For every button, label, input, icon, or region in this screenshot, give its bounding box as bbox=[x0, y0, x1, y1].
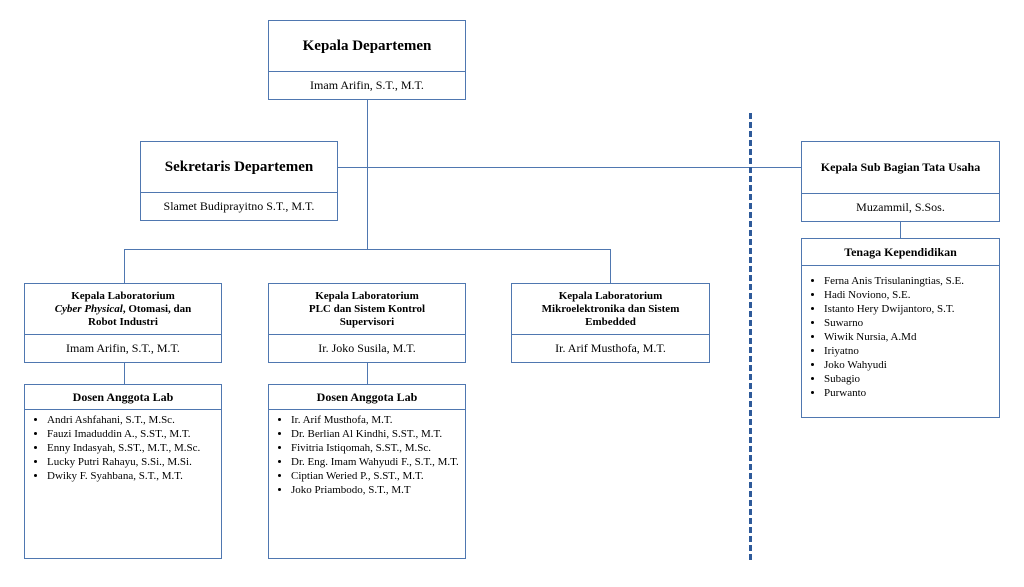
head-box: Kepala Departemen Imam Arifin, S.T., M.T… bbox=[268, 20, 466, 100]
lab-2-title-line: Supervisori bbox=[339, 315, 395, 328]
secretary-name-text: Slamet Budiprayitno S.T., M.T. bbox=[163, 199, 315, 213]
list-item: Istanto Hery Dwijantoro, S.T. bbox=[824, 302, 993, 316]
lab-1-title-italic: Cyber Physical bbox=[54, 302, 123, 315]
lab-2-members-list: Ir. Arif Musthofa, M.T. Dr. Berlian Al K… bbox=[269, 410, 465, 497]
head-name-text: Imam Arifin, S.T., M.T. bbox=[310, 78, 424, 92]
head-title-text: Kepala Departemen bbox=[302, 37, 432, 54]
lab-3-title-line: Kepala Laboratorium bbox=[558, 289, 663, 302]
lab-3-head: Ir. Arif Musthofa, M.T. bbox=[512, 335, 709, 362]
list-item: Wiwik Nursia, A.Md bbox=[824, 330, 993, 344]
list-item: Dwiky F. Syahbana, S.T., M.T. bbox=[47, 469, 215, 483]
lab-2-box: Kepala Laboratorium PLC dan Sistem Kontr… bbox=[268, 283, 466, 363]
lab-2-members-title-text: Dosen Anggota Lab bbox=[316, 389, 418, 404]
lab-3-head-text: Ir. Arif Musthofa, M.T. bbox=[555, 341, 666, 355]
lab-1-title-line: Robot Industri bbox=[88, 315, 158, 328]
connector-lab-1 bbox=[124, 249, 125, 283]
staff-list: Ferna Anis Trisulaningtias, S.E. Hadi No… bbox=[802, 266, 999, 400]
lab-3-title-line: Mikroelektronika dan Sistem bbox=[541, 302, 680, 315]
staff-box: Tenaga Kependidikan Ferna Anis Trisulani… bbox=[801, 238, 1000, 418]
connector-head-to-labs bbox=[367, 99, 368, 250]
admin-box: Kepala Sub Bagian Tata Usaha Muzammil, S… bbox=[801, 141, 1000, 222]
lab-1-title: Kepala Laboratorium Cyber Physical, Otom… bbox=[25, 284, 221, 335]
lab-1-members-list: Andri Ashfahani, S.T., M.Sc. Fauzi Imadu… bbox=[25, 410, 221, 483]
connector-secretary bbox=[337, 167, 801, 168]
list-item: Fivitria Istiqomah, S.ST., M.Sc. bbox=[291, 441, 459, 455]
lab-3-box: Kepala Laboratorium Mikroelektronika dan… bbox=[511, 283, 710, 363]
divider-dashed-line bbox=[749, 113, 752, 560]
connector-lab-2-members bbox=[367, 362, 368, 384]
connector-lab-1-members bbox=[124, 362, 125, 384]
connector-lab-3 bbox=[610, 249, 611, 283]
lab-3-title-line: Embedded bbox=[585, 315, 636, 328]
list-item: Fauzi Imaduddin A., S.ST., M.T. bbox=[47, 427, 215, 441]
connector-admin-staff bbox=[900, 221, 901, 238]
admin-title-text: Kepala Sub Bagian Tata Usaha bbox=[820, 160, 981, 174]
lab-2-head-text: Ir. Joko Susila, M.T. bbox=[318, 341, 416, 355]
head-name: Imam Arifin, S.T., M.T. bbox=[269, 72, 465, 99]
lab-2-title-line: PLC dan Sistem Kontrol bbox=[308, 302, 426, 315]
secretary-title-text: Sekretaris Departemen bbox=[164, 158, 314, 175]
secretary-title: Sekretaris Departemen bbox=[141, 142, 337, 193]
lab-1-title-line: Cyber Physical, Otomasi, dan bbox=[55, 303, 192, 316]
list-item: Suwarno bbox=[824, 316, 993, 330]
lab-1-members-box: Dosen Anggota Lab Andri Ashfahani, S.T.,… bbox=[24, 384, 222, 559]
secretary-name: Slamet Budiprayitno S.T., M.T. bbox=[141, 193, 337, 220]
list-item: Dr. Eng. Imam Wahyudi F., S.T., M.T. bbox=[291, 455, 459, 469]
admin-name-text: Muzammil, S.Sos. bbox=[856, 200, 945, 214]
lab-1-members-title-text: Dosen Anggota Lab bbox=[72, 389, 174, 404]
lab-1-box: Kepala Laboratorium Cyber Physical, Otom… bbox=[24, 283, 222, 363]
staff-title-text: Tenaga Kependidikan bbox=[844, 244, 957, 259]
lab-3-title: Kepala Laboratorium Mikroelektronika dan… bbox=[512, 284, 709, 335]
list-item: Joko Priambodo, S.T., M.T bbox=[291, 483, 459, 497]
list-item: Joko Wahyudi bbox=[824, 358, 993, 372]
lab-2-members-box: Dosen Anggota Lab Ir. Arif Musthofa, M.T… bbox=[268, 384, 466, 559]
list-item: Andri Ashfahani, S.T., M.Sc. bbox=[47, 413, 215, 427]
list-item: Ir. Arif Musthofa, M.T. bbox=[291, 413, 459, 427]
lab-1-head-text: Imam Arifin, S.T., M.T. bbox=[66, 341, 180, 355]
list-item: Hadi Noviono, S.E. bbox=[824, 288, 993, 302]
admin-name: Muzammil, S.Sos. bbox=[802, 194, 999, 221]
lab-2-members-title: Dosen Anggota Lab bbox=[269, 385, 465, 410]
lab-2-title: Kepala Laboratorium PLC dan Sistem Kontr… bbox=[269, 284, 465, 335]
staff-title: Tenaga Kependidikan bbox=[802, 239, 999, 266]
head-title: Kepala Departemen bbox=[269, 21, 465, 72]
list-item: Iriyatno bbox=[824, 344, 993, 358]
lab-2-title-line: Kepala Laboratorium bbox=[315, 289, 419, 302]
lab-1-title-rest: , Otomasi, dan bbox=[122, 302, 192, 315]
list-item: Dr. Berlian Al Kindhi, S.ST., M.T. bbox=[291, 427, 459, 441]
lab-1-head: Imam Arifin, S.T., M.T. bbox=[25, 335, 221, 362]
lab-2-head: Ir. Joko Susila, M.T. bbox=[269, 335, 465, 362]
list-item: Ferna Anis Trisulaningtias, S.E. bbox=[824, 274, 993, 288]
lab-1-members-title: Dosen Anggota Lab bbox=[25, 385, 221, 410]
list-item: Lucky Putri Rahayu, S.Si., M.Si. bbox=[47, 455, 215, 469]
list-item: Ciptian Weried P., S.ST., M.T. bbox=[291, 469, 459, 483]
list-item: Subagio bbox=[824, 372, 993, 386]
admin-title: Kepala Sub Bagian Tata Usaha bbox=[802, 142, 999, 194]
connector-labs-horizontal bbox=[124, 249, 611, 250]
lab-1-title-line: Kepala Laboratorium bbox=[71, 289, 175, 302]
list-item: Enny Indasyah, S.ST., M.T., M.Sc. bbox=[47, 441, 215, 455]
list-item: Purwanto bbox=[824, 386, 993, 400]
secretary-box: Sekretaris Departemen Slamet Budiprayitn… bbox=[140, 141, 338, 221]
